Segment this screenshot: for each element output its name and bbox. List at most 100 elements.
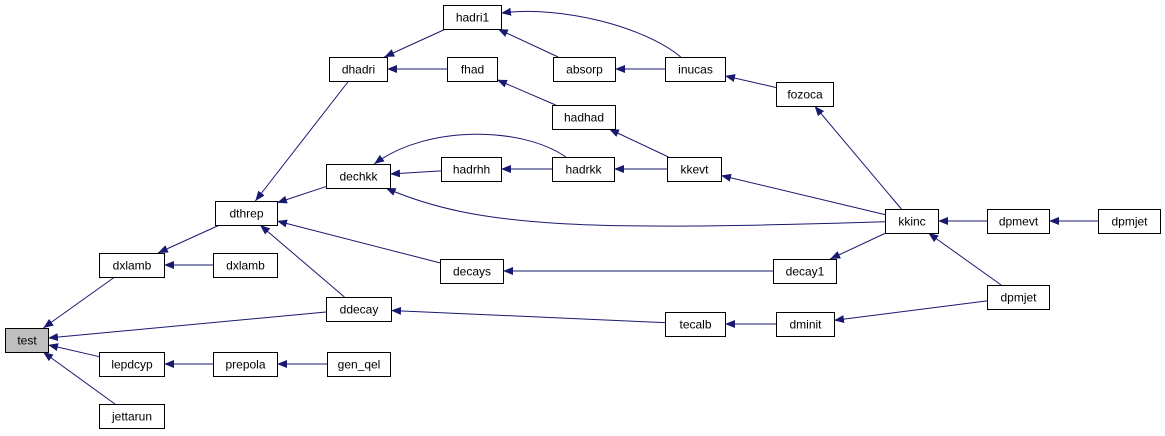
node-label: decay1: [786, 265, 825, 279]
node-tecalb[interactable]: tecalb: [665, 312, 726, 337]
edge-dpmjet2-to-kkinc: [928, 232, 1002, 286]
node-hadhad[interactable]: hadhad: [552, 105, 616, 130]
edge-kkinc-to-dechkk: [385, 187, 886, 227]
node-prepola[interactable]: prepola: [213, 352, 278, 377]
node-dminit[interactable]: dminit: [776, 312, 835, 337]
node-dxlamb1[interactable]: dxlamb: [99, 253, 165, 278]
edge-line: [384, 28, 446, 58]
node-box: [885, 209, 939, 234]
node-label: fozoca: [787, 88, 823, 102]
node-dxlamb2[interactable]: dxlamb: [213, 253, 278, 278]
edge-line: [373, 133, 567, 165]
node-box: [215, 201, 278, 226]
node-kkevt[interactable]: kkevt: [667, 157, 722, 182]
edge-line: [390, 306, 666, 324]
edge-hadri1-to-dhadri: [384, 28, 446, 58]
node-dpmjet1[interactable]: dpmjet: [1098, 209, 1161, 234]
node-test[interactable]: test: [5, 328, 49, 353]
edge-dechkk-to-dthrep: [276, 186, 327, 204]
node-dhadri[interactable]: dhadri: [329, 57, 388, 82]
node-hadrhh[interactable]: hadrhh: [441, 157, 502, 182]
edge-line: [720, 173, 886, 216]
edge-decays-to-dthrep: [276, 219, 441, 264]
edge-hadrhh-to-dechkk: [389, 169, 442, 178]
node-box: [552, 157, 615, 182]
node-box: [553, 57, 616, 82]
node-fhad[interactable]: fhad: [447, 57, 498, 82]
node-dpmevt[interactable]: dpmevt: [987, 209, 1050, 234]
edge-line: [43, 276, 115, 329]
node-box: [99, 404, 165, 429]
edge-kkinc-to-fozoca: [814, 105, 902, 210]
node-layer: test dxlamb dxlamb lepdcyp jettarun dthrep dha…: [5, 5, 1161, 429]
edge-line: [276, 219, 441, 264]
node-label: dhadri: [342, 63, 375, 77]
edge-line: [259, 224, 345, 298]
node-label: hadri1: [456, 11, 490, 25]
edge-line: [724, 74, 777, 88]
node-hadrkk[interactable]: hadrkk: [552, 157, 615, 182]
edge-fozoca-to-inucas: [724, 74, 777, 88]
edge-line: [500, 7, 682, 58]
node-fozoca[interactable]: fozoca: [776, 82, 834, 107]
node-absorp[interactable]: absorp: [553, 57, 616, 82]
edge-kkinc-to-decay1: [829, 232, 887, 260]
edge-ddecay-to-dthrep: [259, 224, 345, 298]
edge-dhadri-to-dthrep: [254, 80, 350, 202]
node-box: [987, 209, 1050, 234]
edge-jettarun-to-test: [42, 351, 116, 405]
node-box: [329, 57, 388, 82]
node-inucas[interactable]: inucas: [665, 57, 726, 82]
node-box: [667, 157, 722, 182]
node-decays[interactable]: decays: [440, 259, 504, 284]
node-label: dxlamb: [226, 259, 265, 273]
node-label: hadrhh: [453, 163, 490, 177]
node-dthrep[interactable]: dthrep: [215, 201, 278, 226]
node-box: [213, 253, 278, 278]
edge-line: [47, 343, 100, 358]
node-hadri1[interactable]: hadri1: [443, 5, 502, 30]
node-label: dminit: [789, 318, 822, 332]
node-gen_qel[interactable]: gen_qel: [327, 352, 391, 377]
node-label: dthrep: [229, 207, 263, 221]
node-label: inucas: [678, 63, 713, 77]
edge-absorp-to-hadri1: [497, 28, 559, 58]
edge-line: [254, 80, 350, 202]
node-jettarun[interactable]: jettarun: [99, 404, 165, 429]
node-label: dxlamb: [113, 259, 152, 273]
edge-line: [47, 311, 327, 342]
node-box: [99, 253, 165, 278]
node-kkinc[interactable]: kkinc: [885, 209, 939, 234]
edge-kkevt-to-hadhad: [608, 128, 669, 158]
node-label: hadrkk: [565, 163, 602, 177]
edge-line: [814, 105, 902, 210]
node-box: [213, 352, 278, 377]
node-label: prepola: [225, 358, 265, 372]
node-box: [447, 57, 498, 82]
node-label: kkinc: [898, 215, 925, 229]
node-label: dpmjet: [1000, 291, 1037, 305]
node-label: gen_qel: [338, 358, 381, 372]
node-label: dpmjet: [1111, 215, 1148, 229]
node-label: dechkk: [339, 170, 378, 184]
node-label: test: [17, 334, 37, 348]
node-label: lepdcyp: [111, 358, 153, 372]
node-label: fhad: [461, 63, 484, 77]
node-decay1[interactable]: decay1: [773, 259, 837, 284]
node-label: tecalb: [679, 318, 711, 332]
node-dechkk[interactable]: dechkk: [326, 164, 391, 189]
node-dpmjet2[interactable]: dpmjet: [987, 285, 1050, 310]
edge-line: [497, 28, 559, 58]
node-box: [773, 259, 837, 284]
node-lepdcyp[interactable]: lepdcyp: [99, 352, 165, 377]
node-box: [1098, 209, 1161, 234]
node-label: dpmevt: [999, 215, 1039, 229]
node-box: [665, 312, 726, 337]
node-box: [443, 5, 502, 30]
edge-dpmjet2-to-dminit: [833, 300, 988, 324]
edge-inucas-to-hadri1: [500, 7, 682, 58]
node-ddecay[interactable]: ddecay: [326, 297, 392, 322]
edge-line: [157, 224, 220, 254]
edge-dxlamb1-to-test: [43, 276, 115, 329]
edge-layer: [42, 7, 1098, 405]
